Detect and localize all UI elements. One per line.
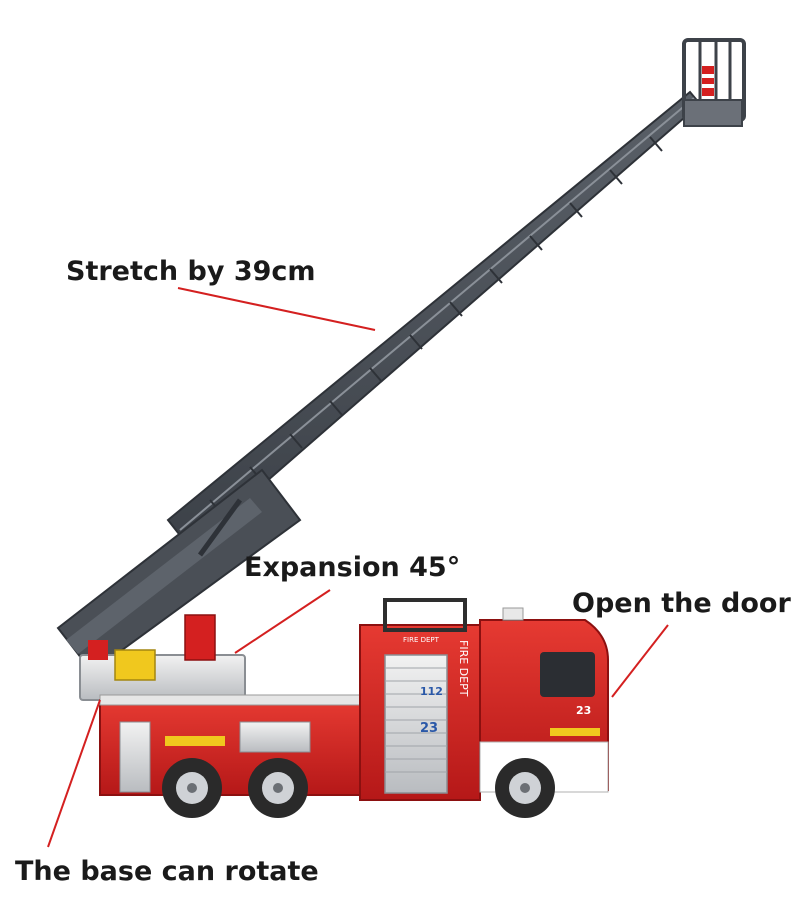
truck-compartment: 112 23 FIRE DEPT FIRE DEPT — [359, 598, 481, 801]
door-number-bottom: 23 — [420, 721, 438, 736]
expansion-label: Expansion 45° — [244, 552, 461, 583]
cab-number: 23 — [576, 704, 591, 717]
door-label: Open the door — [572, 588, 791, 619]
stretch-leader-line — [177, 287, 376, 331]
ladder-upper — [166, 90, 702, 550]
leader-lines — [47, 287, 669, 848]
turntable-base — [79, 614, 246, 701]
truck-cab: 23 — [479, 607, 609, 793]
door-leader-line — [611, 624, 669, 698]
truck-body — [99, 694, 361, 796]
compartment-fire-dept-text: FIRE DEPT — [403, 636, 440, 644]
ladder-basket — [682, 38, 746, 127]
base-leader-line — [47, 699, 101, 848]
wheels — [162, 758, 555, 818]
expansion-leader-line — [234, 589, 331, 654]
stretch-label: Stretch by 39cm — [66, 256, 316, 287]
door-number-top: 112 — [420, 685, 443, 698]
base-rotate-label: The base can rotate — [15, 856, 319, 887]
vertical-fire-dept-text: FIRE DEPT — [457, 640, 470, 697]
